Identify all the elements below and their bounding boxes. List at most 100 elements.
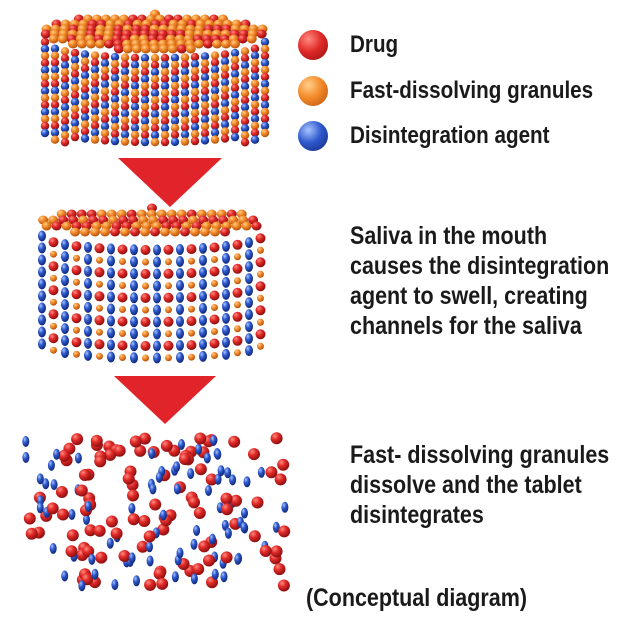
granule-particle	[150, 138, 160, 147]
agent-particle	[110, 136, 120, 146]
agent-particle	[38, 230, 46, 242]
drug-particle	[220, 92, 230, 101]
drug-particle	[130, 116, 140, 126]
description-line: dissolve and the tablet	[350, 471, 582, 499]
red-sphere-icon	[298, 30, 328, 60]
drug-particle	[94, 291, 105, 302]
agent-particle	[80, 134, 90, 143]
granule-particle	[240, 47, 250, 56]
agent-particle	[220, 78, 230, 87]
agent-particle	[61, 299, 69, 311]
drug-particle	[232, 335, 243, 346]
drug-particle	[192, 563, 205, 576]
drug-particle	[176, 44, 187, 54]
agent-particle	[173, 483, 181, 495]
agent-particle	[199, 302, 207, 314]
drug-particle	[230, 494, 242, 507]
granule-particle	[210, 72, 220, 81]
agent-particle	[176, 316, 184, 327]
agent-particle	[80, 113, 90, 122]
agent-particle	[230, 48, 240, 58]
agent-particle	[107, 255, 115, 267]
granule-particle	[180, 74, 190, 83]
drug-particle	[120, 81, 130, 90]
drug-particle	[40, 58, 50, 68]
granule-particle	[100, 108, 110, 117]
drug-particle	[48, 285, 59, 296]
agent-particle	[22, 452, 30, 463]
description-line: Saliva in the mouth	[350, 222, 548, 250]
agent-particle	[176, 352, 184, 363]
drug-particle	[149, 498, 162, 511]
agent-particle	[199, 266, 207, 278]
drug-particle	[71, 265, 82, 276]
agent-particle	[250, 72, 260, 81]
drug-particle	[230, 125, 240, 135]
agent-particle	[250, 51, 260, 60]
granule-particle	[211, 352, 218, 359]
agent-particle	[190, 122, 200, 132]
drug-particle	[60, 54, 70, 63]
granule-particle	[210, 114, 220, 123]
agent-particle	[214, 448, 222, 460]
granule-particle	[234, 349, 241, 357]
drug-particle	[127, 489, 139, 502]
agent-particle	[61, 570, 69, 582]
agent-particle	[38, 254, 46, 266]
agent-particle	[130, 316, 138, 328]
agent-particle	[38, 278, 46, 290]
agent-particle	[110, 115, 120, 125]
granule-particle	[70, 62, 80, 72]
agent-particle	[70, 118, 80, 128]
drug-particle	[200, 87, 210, 96]
drug-particle	[71, 241, 82, 252]
drug-particle	[240, 54, 250, 63]
drug-particle	[140, 88, 150, 98]
agent-particle	[170, 137, 180, 147]
granule-particle	[250, 100, 260, 109]
drug-particle	[274, 473, 287, 486]
agent-particle	[40, 44, 50, 54]
granule-particle	[60, 110, 70, 119]
agent-particle	[38, 326, 46, 338]
agent-particle	[84, 277, 92, 289]
agent-particle	[36, 502, 44, 514]
agent-particle	[210, 128, 220, 137]
drug-particle	[113, 44, 124, 54]
granule-particle	[211, 328, 218, 335]
agent-particle	[222, 252, 230, 264]
agent-particle	[60, 82, 70, 91]
agent-particle	[68, 509, 76, 520]
agent-particle	[50, 107, 60, 116]
agent-particle	[222, 240, 230, 252]
agent-particle	[153, 352, 161, 364]
drug-particle	[110, 66, 120, 76]
granule-particle	[188, 257, 195, 265]
drug-particle	[78, 469, 91, 481]
drug-particle	[50, 79, 60, 88]
agent-particle	[222, 312, 230, 324]
drug-particle	[190, 52, 200, 62]
drug-particle	[75, 484, 88, 497]
drug-particle	[60, 75, 70, 84]
granule-particle	[96, 280, 103, 288]
drug-particle	[255, 329, 266, 340]
drug-particle	[71, 313, 82, 324]
agent-particle	[211, 568, 219, 580]
granule-particle	[60, 89, 70, 98]
granule-particle	[77, 39, 87, 49]
agent-particle	[90, 107, 100, 116]
agent-particle	[160, 102, 170, 112]
agent-particle	[222, 336, 230, 348]
granule-particle	[130, 88, 140, 98]
agent-particle	[180, 67, 190, 76]
granule-particle	[246, 34, 257, 44]
granule-particle	[170, 81, 180, 91]
agent-particle	[260, 37, 270, 47]
agent-particle	[61, 311, 69, 323]
drug-particle	[25, 527, 38, 540]
agent-particle	[190, 538, 198, 550]
granule-particle	[190, 66, 200, 76]
agent-particle	[230, 111, 240, 121]
granule-particle	[160, 67, 170, 77]
